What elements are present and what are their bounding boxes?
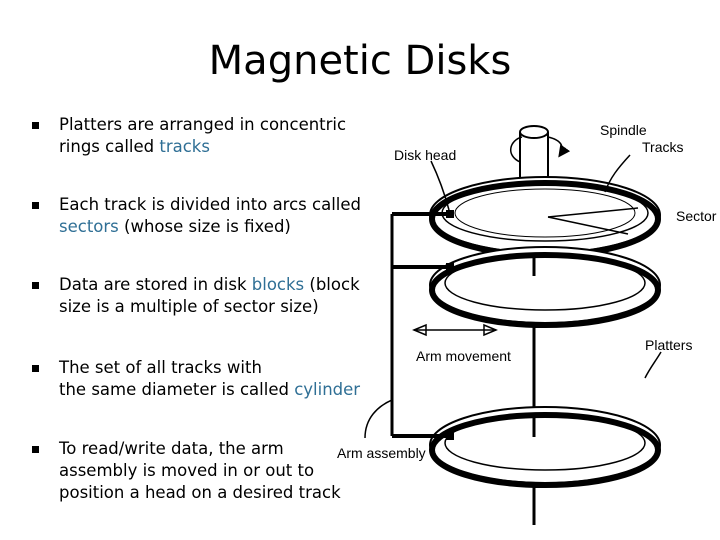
arm-movement-arrow	[412, 323, 498, 337]
bullet-square-icon	[32, 365, 39, 372]
label-arm-movement: Arm movement	[416, 348, 511, 364]
leader-platters	[644, 351, 662, 379]
term-blocks: blocks	[251, 275, 305, 294]
label-sector: Sector	[676, 208, 717, 224]
term-sectors: sectors	[59, 217, 119, 236]
platter-top	[429, 176, 661, 258]
arm-assembly-shape	[390, 210, 454, 440]
term-cylinder: cylinder	[294, 380, 361, 399]
leader-disk-head	[430, 160, 450, 211]
label-arm-assembly: Arm assembly	[337, 445, 426, 461]
bullet-square-icon	[32, 122, 39, 129]
slide-title: Magnetic Disks	[208, 38, 512, 84]
bullet-square-icon	[32, 282, 39, 289]
spindle-rotation-arrow-head	[547, 136, 571, 158]
platter-middle	[429, 246, 661, 328]
spindle-rotation-arrow	[510, 136, 523, 163]
term-tracks: tracks	[159, 137, 210, 156]
leader-tracks	[604, 154, 631, 193]
bullet-square-icon	[32, 446, 39, 453]
label-disk-head: Disk head	[394, 147, 456, 163]
sector-line-1	[547, 207, 639, 218]
bullet-square-icon	[32, 202, 39, 209]
label-platters: Platters	[645, 337, 692, 353]
platter-bottom	[429, 406, 661, 488]
sector-line-2	[547, 216, 629, 235]
label-tracks: Tracks	[642, 139, 683, 155]
leader-arm-assembly	[364, 399, 393, 439]
label-spindle: Spindle	[600, 122, 647, 138]
